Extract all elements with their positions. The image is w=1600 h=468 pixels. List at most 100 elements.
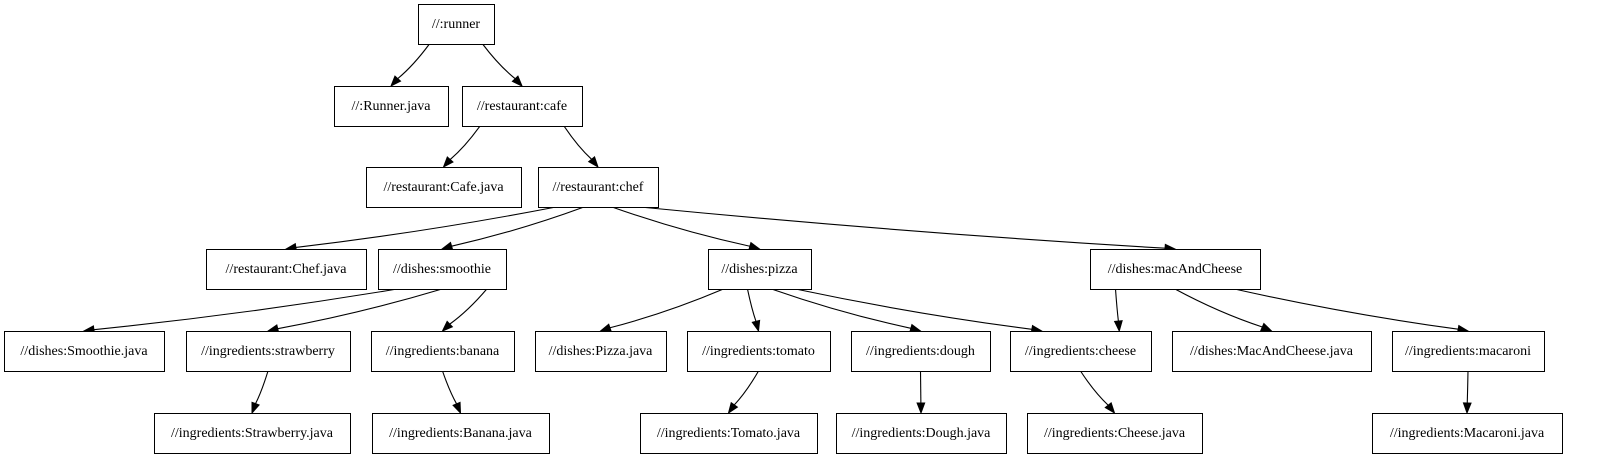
node-label: //ingredients:Dough.java [852,426,992,441]
edge-arrowhead-icon [511,75,523,88]
node-layer: //:runner //:Runner.java //restaurant:cafe… [4,4,1563,454]
edge-line [611,206,750,247]
edge-line [563,125,592,160]
graph-node-strawberry_java[interactable]: //ingredients:Strawberry.java [154,413,351,454]
graph-edge-dishes_smoothie-to-ing_banana [441,288,488,332]
graph-node-ing_tomato[interactable]: //ingredients:tomato [687,331,831,372]
graph-node-dishes_pizza[interactable]: //dishes:pizza [708,249,812,290]
edge-line [1174,288,1263,328]
graph-edge-ing_cheese-to-cheese_java [1080,370,1116,415]
graph-node-restaurant_chef[interactable]: //restaurant:chef [538,167,659,208]
edge-line [441,370,458,405]
node-label: //ingredients:Strawberry.java [171,426,334,441]
node-label: //restaurant:chef [553,180,644,195]
node-label: //restaurant:Chef.java [226,262,348,277]
graph-edge-runner-to-restaurant_cafe [482,43,523,88]
edge-line [1234,288,1459,330]
node-box [4,331,165,372]
graph-node-macaroni_java[interactable]: //ingredients:Macaroni.java [1372,413,1563,454]
node-label: //:Runner.java [352,99,432,114]
edge-arrowhead-icon [599,323,612,332]
edge-line [449,288,488,325]
edge-arrowhead-icon [587,156,599,169]
edge-arrowhead-icon [1104,401,1116,415]
graph-node-dough_java[interactable]: //ingredients:Dough.java [836,413,1007,454]
graph-edge-dishes_pizza-to-pizza_java [599,288,724,332]
graph-node-dishes_macandcheese[interactable]: //dishes:macAndCheese [1090,249,1261,290]
edge-line [93,288,398,331]
node-label: //dishes:pizza [721,262,798,277]
edge-line [733,370,759,406]
graph-node-ing_cheese[interactable]: //ingredients:cheese [1010,331,1152,372]
edge-arrowhead-icon [1113,320,1123,333]
graph-node-ing_dough[interactable]: //ingredients:dough [851,331,991,372]
node-label: //ingredients:tomato [702,344,815,359]
graph-node-macandcheese_java[interactable]: //dishes:MacAndCheese.java [1172,331,1372,372]
graph-edge-restaurant_cafe-to-cafe_java [442,125,481,169]
graph-edge-restaurant_chef-to-dishes_pizza [611,206,761,251]
edge-line [449,125,481,160]
node-box [1172,331,1372,372]
node-box [851,331,991,372]
graph-node-dishes_smoothie[interactable]: //dishes:smoothie [378,249,507,290]
graph-node-cafe_java[interactable]: //restaurant:Cafe.java [366,167,522,208]
node-box [334,86,449,127]
edge-arrowhead-icon [251,401,260,415]
node-box [371,331,515,372]
graph-edge-runner-to-runner_java [390,43,430,88]
node-label: //restaurant:Cafe.java [383,180,504,195]
graph-node-restaurant_cafe[interactable]: //restaurant:cafe [462,86,583,127]
graph-node-ing_macaroni[interactable]: //ingredients:macaroni [1392,331,1545,372]
graph-edge-restaurant_chef-to-dishes_smoothie [440,206,585,251]
edge-line [451,206,585,247]
edge-line [397,43,430,80]
edge-arrowhead-icon [1462,402,1472,415]
graph-edge-ing_dough-to-dough_java [916,370,926,415]
graph-node-cheese_java[interactable]: //ingredients:Cheese.java [1027,413,1203,454]
edge-line [482,43,516,80]
node-label: //ingredients:Banana.java [389,426,532,441]
graph-edge-restaurant_cafe-to-restaurant_chef [563,125,599,169]
node-label: //ingredients:Cheese.java [1044,426,1186,441]
node-box [378,249,507,290]
graph-edge-dishes_smoothie-to-smoothie_java [82,288,398,335]
graph-edge-restaurant_chef-to-dishes_macandcheese [639,206,1177,253]
graph-edge-ing_strawberry-to-strawberry_java [251,370,269,415]
graph-node-chef_java[interactable]: //restaurant:Chef.java [206,249,367,290]
graph-node-banana_java[interactable]: //ingredients:Banana.java [372,413,550,454]
edge-line [255,370,269,404]
graph-edge-ing_tomato-to-tomato_java [727,370,759,415]
graph-node-smoothie_java[interactable]: //dishes:Smoothie.java [4,331,165,372]
edge-line [1080,370,1109,406]
edge-arrowhead-icon [390,75,402,88]
node-box [462,86,583,127]
edge-line [1114,288,1119,322]
node-label: //:runner [432,17,481,32]
node-box [1392,331,1545,372]
graph-node-ing_banana[interactable]: //ingredients:banana [371,331,515,372]
graph-node-runner[interactable]: //:runner [418,4,495,45]
graph-edge-dishes_pizza-to-ing_tomato [746,288,761,333]
edge-arrowhead-icon [442,156,454,169]
node-box [708,249,812,290]
node-box [1372,413,1563,454]
node-box [154,413,351,454]
node-label: //ingredients:macaroni [1405,344,1531,359]
graph-node-pizza_java[interactable]: //dishes:Pizza.java [535,331,667,372]
edge-line [639,206,1166,249]
graph-edge-dishes_pizza-to-ing_dough [771,288,922,333]
graph-node-ing_strawberry[interactable]: //ingredients:strawberry [186,331,351,372]
node-box [186,331,351,372]
graph-node-runner_java[interactable]: //:Runner.java [334,86,449,127]
node-box [372,413,550,454]
node-label: //ingredients:Tomato.java [657,426,801,441]
node-box [1010,331,1152,372]
node-box [206,249,367,290]
edge-line [746,288,757,322]
node-label: //dishes:smoothie [393,262,491,277]
graph-edge-ing_macaroni-to-macaroni_java [1462,370,1472,415]
graph-node-tomato_java[interactable]: //ingredients:Tomato.java [640,413,818,454]
edge-arrowhead-icon [440,241,454,251]
